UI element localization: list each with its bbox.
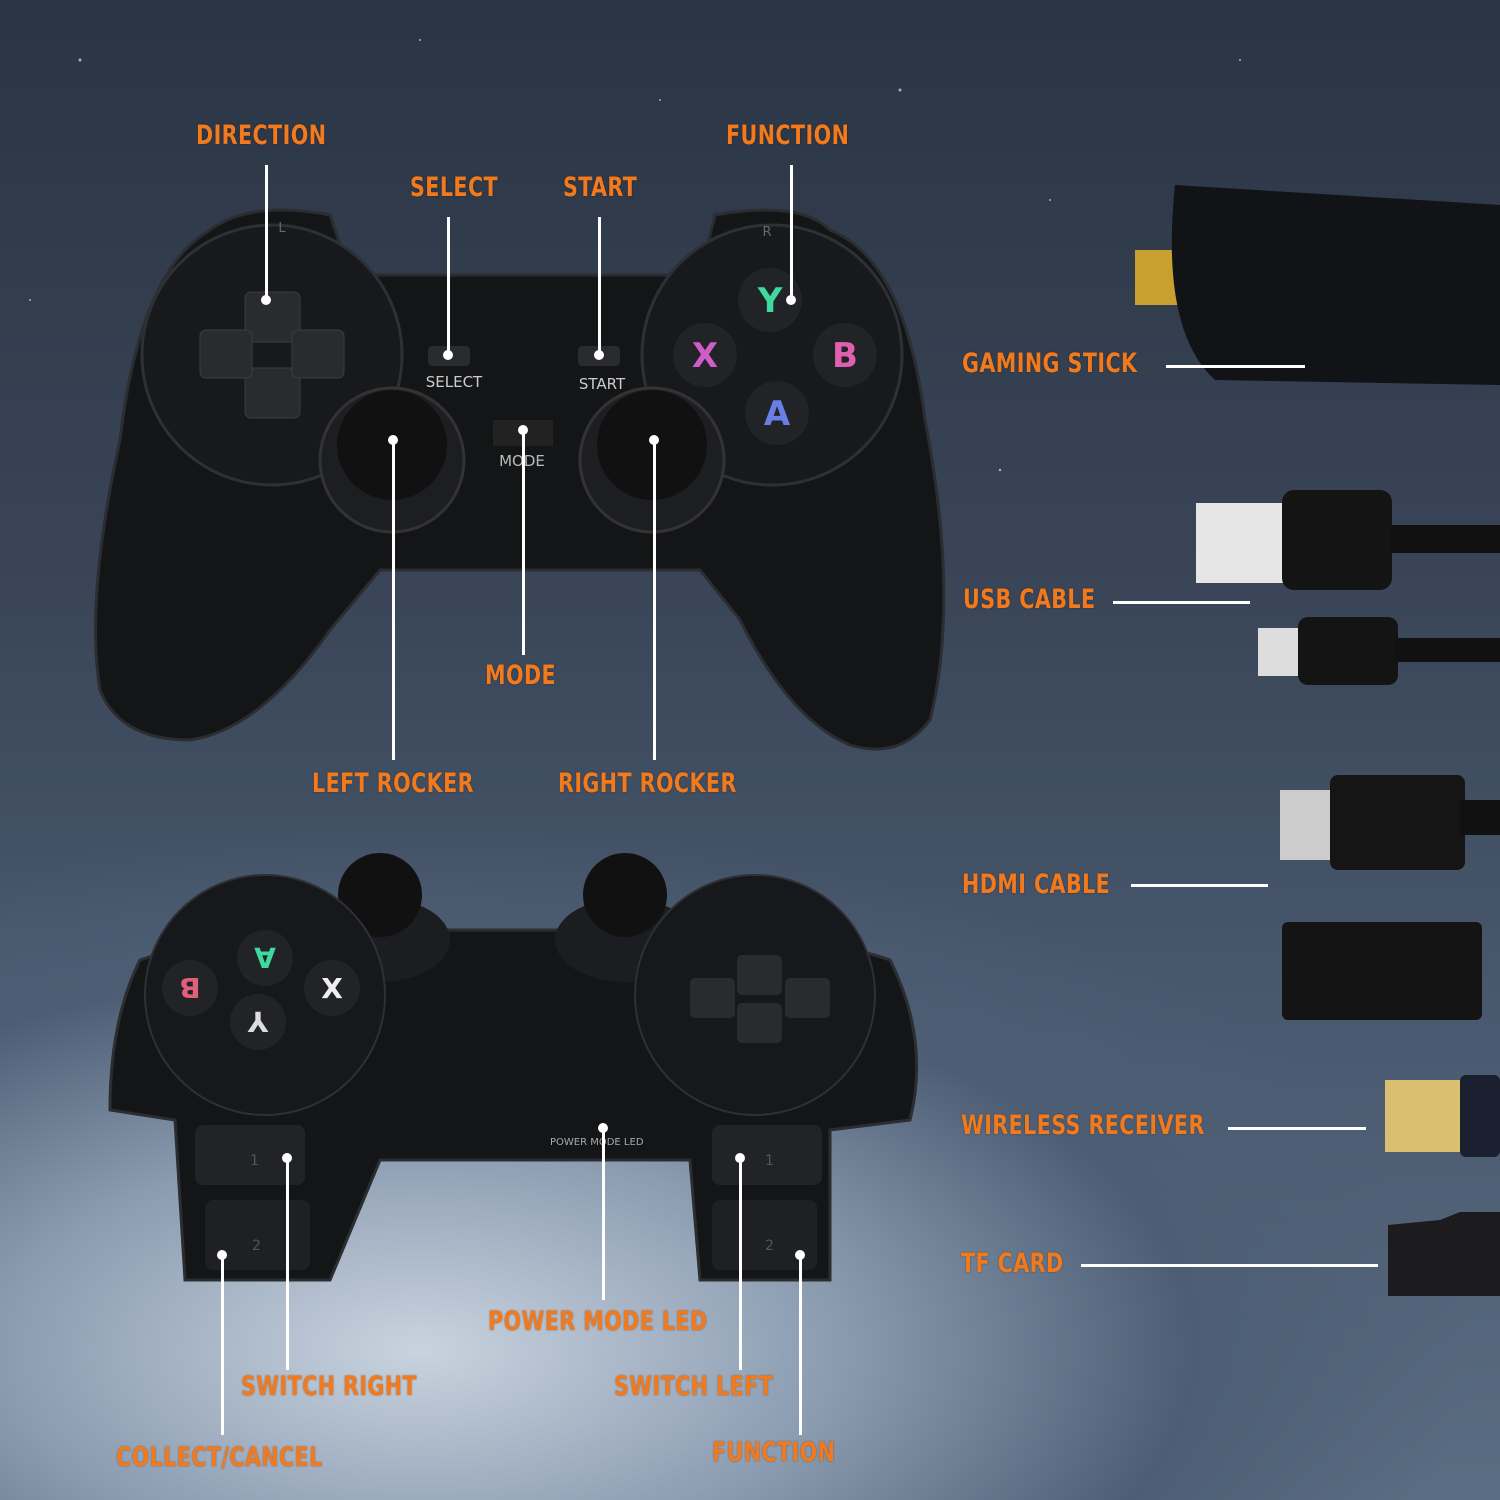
svg-text:Y: Y — [757, 281, 783, 321]
label-tf-card: TF CARD — [961, 1248, 1064, 1279]
svg-text:POWER MODE LED: POWER MODE LED — [550, 1137, 644, 1148]
svg-text:Y: Y — [247, 1005, 269, 1038]
svg-text:R: R — [762, 225, 771, 240]
label-direction: DIRECTION — [196, 120, 327, 151]
label-power-mode-led: POWER MODE LED — [488, 1306, 708, 1337]
label-hdmi-cable: HDMI CABLE — [962, 869, 1111, 900]
face-buttons: Y X B A — [673, 268, 877, 445]
label-switch-right: SWITCH RIGHT — [241, 1371, 418, 1402]
label-gaming-stick: GAMING STICK — [962, 348, 1138, 379]
svg-text:B: B — [179, 971, 200, 1004]
label-right-rocker: RIGHT ROCKER — [558, 768, 737, 799]
svg-text:1: 1 — [250, 1153, 259, 1169]
label-left-rocker: LEFT ROCKER — [312, 768, 474, 799]
gaming-stick — [1135, 185, 1500, 385]
svg-text:X: X — [692, 336, 718, 376]
svg-text:A: A — [254, 941, 276, 974]
svg-text:2: 2 — [252, 1238, 261, 1254]
usb-cable — [1196, 490, 1500, 685]
svg-text:1: 1 — [765, 1153, 774, 1169]
svg-text:L: L — [278, 221, 286, 236]
label-function-bottom: FUNCTION — [712, 1437, 836, 1468]
label-select: SELECT — [410, 172, 499, 203]
svg-text:START: START — [579, 375, 626, 393]
svg-text:B: B — [832, 336, 858, 376]
svg-text:SELECT: SELECT — [426, 373, 483, 391]
label-function-top: FUNCTION — [726, 120, 850, 151]
svg-text:X: X — [321, 972, 343, 1005]
svg-text:2: 2 — [765, 1238, 774, 1254]
label-mode: MODE — [485, 660, 557, 691]
label-wireless-receiver: WIRELESS RECEIVER — [961, 1110, 1205, 1141]
controller-top: Y X B A SELECT START MODE L R — [94, 208, 946, 751]
label-usb-cable: USB CABLE — [963, 584, 1096, 615]
wireless-receiver — [1385, 1075, 1500, 1157]
hdmi-cable — [1280, 775, 1500, 1020]
svg-text:A: A — [764, 394, 791, 434]
controller-bottom: A B X Y 1 2 1 2 POWER MODE LED — [108, 853, 919, 1282]
tf-card — [1388, 1212, 1500, 1296]
label-collect-cancel: COLLECT/CANCEL — [116, 1442, 323, 1473]
label-start: START — [563, 172, 638, 203]
label-switch-left: SWITCH LEFT — [614, 1371, 774, 1402]
dpad — [199, 291, 345, 419]
stars — [29, 39, 1241, 472]
